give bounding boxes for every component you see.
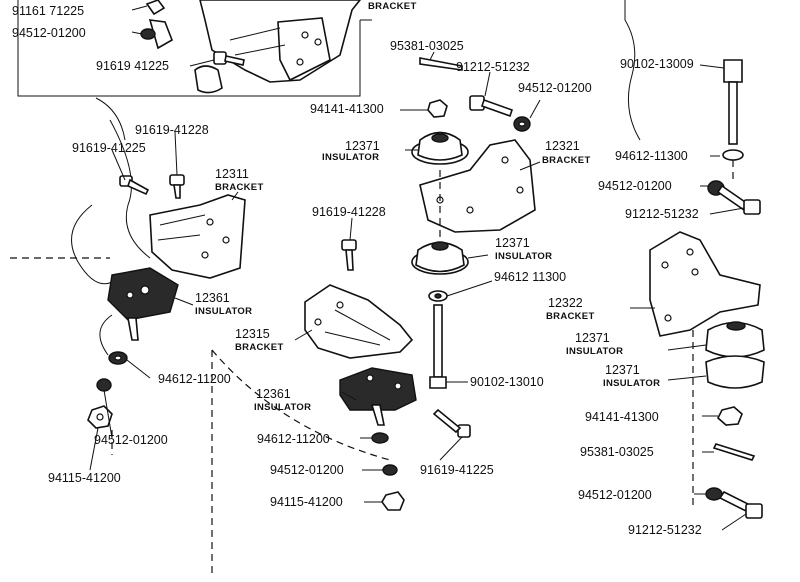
label-94612-11300-a: 94612-11300 bbox=[615, 149, 688, 163]
label-bracket-12321: BRACKET bbox=[542, 155, 591, 166]
bracket-12315 bbox=[304, 284, 414, 359]
label-95381-03025-a: 95381-03025 bbox=[390, 39, 464, 53]
bolt-91619-41225-center bbox=[432, 408, 471, 438]
label-94512-01200-a: 94512-01200 bbox=[12, 26, 86, 40]
engine-block-fragment bbox=[148, 0, 362, 94]
bolt-91619-41225-left bbox=[119, 175, 150, 196]
label-bracket-12315: BRACKET bbox=[235, 342, 284, 353]
label-91619-41225-a: 91619 41225 bbox=[96, 59, 169, 73]
label-insulator-a: INSULATOR bbox=[322, 152, 379, 163]
bolt-90102-13010 bbox=[429, 304, 447, 389]
label-94512-01200-d: 94512-01200 bbox=[94, 433, 168, 447]
washer-94612-11300-right bbox=[722, 149, 744, 161]
label-12371-d: 12371 bbox=[605, 363, 640, 377]
label-91619-41228-b: 91619-41228 bbox=[312, 205, 386, 219]
label-94141-41300-a: 94141-41300 bbox=[310, 102, 384, 116]
label-90102-13010: 90102-13010 bbox=[470, 375, 544, 389]
washer-94512-01200-left bbox=[96, 378, 112, 392]
label-91161-71225: 91161 71225 bbox=[12, 4, 84, 18]
bolt-90102-13009 bbox=[723, 59, 743, 145]
bolt-91212-51232-top bbox=[469, 95, 514, 118]
label-95381-03025-b: 95381-03025 bbox=[580, 445, 654, 459]
label-91212-51232-b: 91212-51232 bbox=[625, 207, 699, 221]
bracket-12322 bbox=[649, 231, 761, 337]
bolt-91619-41228-left bbox=[169, 174, 185, 199]
label-12361-a: 12361 bbox=[195, 291, 230, 305]
label-94141-41300-b: 94141-41300 bbox=[585, 410, 659, 424]
label-12371-c: 12371 bbox=[575, 331, 610, 345]
label-94115-41200-a: 94115-41200 bbox=[48, 471, 121, 485]
label-12315: 12315 bbox=[235, 327, 270, 341]
label-94612-11300-b: 94612 11300 bbox=[494, 270, 566, 284]
washer-94512-01200-top bbox=[513, 116, 531, 132]
label-insulator-12361-b: INSULATOR bbox=[254, 402, 311, 413]
label-bracket-12311: BRACKET bbox=[215, 182, 264, 193]
insulator-12361-left bbox=[107, 267, 179, 341]
label-94612-11200-b: 94612-11200 bbox=[257, 432, 330, 446]
label-12361-b: 12361 bbox=[256, 387, 291, 401]
label-12311: 12311 bbox=[215, 167, 249, 181]
bolt-91212-51232-bottom bbox=[718, 490, 763, 519]
engine-outline bbox=[10, 0, 641, 356]
label-12322: 12322 bbox=[548, 296, 583, 310]
washer-94612-11200-center bbox=[371, 432, 389, 444]
label-94512-01200-f: 94512-01200 bbox=[578, 488, 652, 502]
label-bracket-top: BRACKET bbox=[368, 1, 417, 12]
label-12371-b: 12371 bbox=[495, 236, 530, 250]
bolt-91619-41228-center bbox=[341, 239, 357, 271]
washer-94612-11200-left bbox=[108, 351, 128, 365]
label-bracket-12322: BRACKET bbox=[546, 311, 595, 322]
label-insulator-c: INSULATOR bbox=[566, 346, 623, 357]
bolt-91212-51232-right bbox=[716, 184, 761, 215]
insulator-12361-center bbox=[339, 367, 417, 426]
bolt-top-left bbox=[140, 0, 245, 66]
insulator-12371-upper bbox=[411, 131, 469, 165]
washer-94512-01200-center bbox=[382, 464, 398, 476]
nut-94115-41200-center bbox=[381, 491, 405, 511]
label-94115-41200-b: 94115-41200 bbox=[270, 495, 343, 509]
label-90102-13009: 90102-13009 bbox=[620, 57, 694, 71]
nut-94141-41300-top bbox=[427, 99, 448, 118]
label-12321: 12321 bbox=[545, 139, 580, 153]
label-94512-01200-c: 94512-01200 bbox=[598, 179, 672, 193]
label-91619-41225-b: 91619-41225 bbox=[72, 141, 146, 155]
insulator-12371-middle bbox=[411, 241, 469, 275]
washer-94612-11300-middle bbox=[428, 290, 448, 302]
bracket-12311 bbox=[149, 194, 246, 279]
label-94512-01200-e: 94512-01200 bbox=[270, 463, 344, 477]
label-91619-41225-c: 91619-41225 bbox=[420, 463, 494, 477]
label-91212-51232-a: 91212-51232 bbox=[456, 60, 530, 74]
insulator-12371-right-upper bbox=[705, 321, 765, 358]
bracket-12321 bbox=[419, 139, 536, 233]
insulator-12371-right-lower bbox=[705, 355, 765, 389]
label-94512-01200-b: 94512-01200 bbox=[518, 81, 592, 95]
label-insulator-d: INSULATOR bbox=[603, 378, 660, 389]
part-labels: 91161 71225 94512-01200 91619 41225 BRAC… bbox=[12, 1, 702, 537]
nut-94115-41200-left bbox=[87, 405, 113, 429]
label-94612-11200-a: 94612-11200 bbox=[158, 372, 231, 386]
cotter-pin-95381-03025-right bbox=[712, 443, 756, 461]
label-12371-a: 12371 bbox=[345, 139, 380, 153]
label-91619-41228-a: 91619-41228 bbox=[135, 123, 209, 137]
nut-94141-41300-right bbox=[717, 406, 743, 426]
dashed-guides bbox=[111, 160, 734, 577]
label-insulator-b: INSULATOR bbox=[495, 251, 552, 262]
label-91212-51232-c: 91212-51232 bbox=[628, 523, 702, 537]
label-insulator-12361-a: INSULATOR bbox=[195, 306, 252, 317]
leader-lines bbox=[89, 5, 747, 531]
cotter-pin-95381-03025-top bbox=[419, 57, 463, 71]
